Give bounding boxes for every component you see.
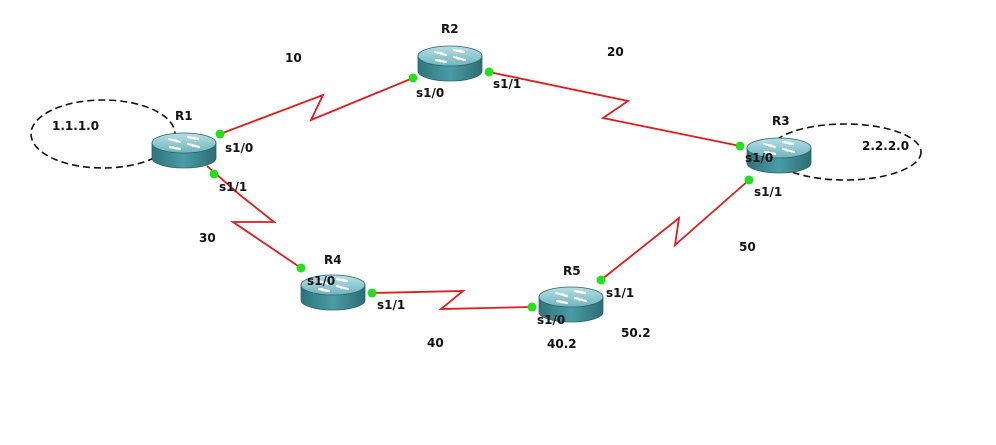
- link-label-r1-r4: 30: [199, 231, 216, 245]
- loopback-label-r3: 2.2.2.0: [862, 139, 909, 153]
- link-label-r4-r5: 40: [427, 336, 444, 350]
- port-dots: [209, 67, 754, 312]
- link-r5-r3[interactable]: [600, 179, 750, 281]
- link-label-r1-r2: 10: [285, 51, 302, 65]
- router-icon: [150, 131, 218, 170]
- link-r1-r4[interactable]: [206, 165, 302, 269]
- port-dot-icon-r3-s10[interactable]: [735, 141, 745, 151]
- link-r2-r3[interactable]: [488, 71, 741, 147]
- port-label-r4-s11: s1/1: [377, 298, 405, 312]
- router-label-r1: R1: [175, 109, 193, 123]
- address-label-r5-s11: 50.2: [621, 326, 651, 340]
- port-dot-icon-r1-s11[interactable]: [209, 169, 219, 179]
- router-label-r2: R2: [441, 22, 459, 36]
- router-label-r5: R5: [563, 264, 581, 278]
- port-label-r3-s10: s1/0: [745, 151, 773, 165]
- port-dot-icon-r4-s11[interactable]: [367, 288, 377, 298]
- port-label-r4-s10: s1/0: [307, 274, 335, 288]
- address-label-r5-s10: 40.2: [547, 337, 577, 351]
- link-r1-r2[interactable]: [219, 77, 414, 135]
- link-r4-r5[interactable]: [371, 290, 533, 310]
- loopback-label-r1: 1.1.1.0: [52, 119, 99, 133]
- port-dot-icon-r2-s10[interactable]: [408, 73, 418, 83]
- port-label-r3-s11: s1/1: [754, 185, 782, 199]
- port-label-r5-s10: s1/0: [537, 313, 565, 327]
- router-label-r4: R4: [324, 253, 342, 267]
- port-dot-icon-r2-s11[interactable]: [484, 67, 494, 77]
- port-dot-icon-r4-s10[interactable]: [296, 263, 306, 273]
- router-label-r3: R3: [772, 114, 790, 128]
- router-r2[interactable]: [416, 44, 484, 83]
- port-dot-icon-r5-s10[interactable]: [527, 302, 537, 312]
- port-label-r5-s11: s1/1: [606, 286, 634, 300]
- port-dot-icon-r5-s11[interactable]: [596, 275, 606, 285]
- link-label-r2-r3: 20: [607, 45, 624, 59]
- port-label-r1-s10: s1/0: [225, 141, 253, 155]
- port-label-r1-s11: s1/1: [219, 180, 247, 194]
- link-label-r5-r3: 50: [739, 240, 756, 254]
- port-label-r2-s11: s1/1: [493, 77, 521, 91]
- port-label-r2-s10: s1/0: [416, 86, 444, 100]
- router-icon: [416, 44, 484, 83]
- port-dot-icon-r3-s11[interactable]: [744, 175, 754, 185]
- port-dot-icon-r1-s10[interactable]: [215, 129, 225, 139]
- router-r1[interactable]: [150, 131, 218, 170]
